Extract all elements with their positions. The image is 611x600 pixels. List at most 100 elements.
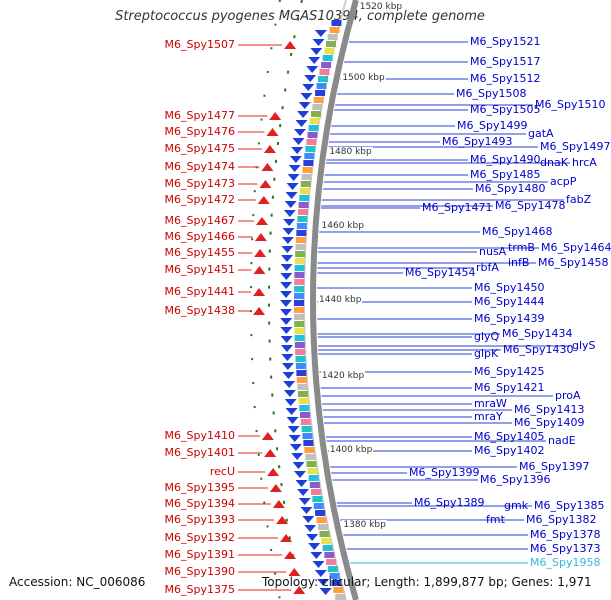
right-gene-label[interactable]: M6_Spy1454 [405,266,476,279]
forward-gene-arrow [289,444,302,451]
left-gene-label[interactable]: M6_Spy1473 [164,177,235,190]
gene-block [296,230,307,236]
right-gene-label[interactable]: M6_Spy1409 [514,416,585,429]
right-gene-label[interactable]: infB [508,256,530,269]
left-gene-label[interactable]: M6_Spy1393 [164,513,235,526]
reverse-gene-arrow [255,217,268,225]
right-gene-label[interactable]: M6_Spy1397 [519,460,590,473]
left-gene-label[interactable]: M6_Spy1455 [164,246,235,259]
right-gene-label[interactable]: M6_Spy1497 [540,140,611,153]
right-gene-label[interactable]: M6_Spy1512 [470,72,541,85]
right-gene-label[interactable]: mraY [474,410,503,423]
forward-gene-arrow [280,318,293,325]
right-gene-label[interactable]: M6_Spy1468 [482,225,553,238]
right-gene-label[interactable]: M6_Spy1508 [456,87,527,100]
right-gene-label[interactable]: M6_Spy1493 [442,135,513,148]
right-gene-label[interactable]: M6_Spy1478 [495,199,566,212]
right-gene-label[interactable]: gmk [504,499,529,512]
left-gene-label[interactable]: recU [209,465,235,478]
gene-block [299,188,310,194]
right-gene-label[interactable]: M6_Spy1399 [409,466,480,479]
left-gene-label[interactable]: M6_Spy1438 [164,304,235,317]
right-gene-label[interactable]: M6_Spy1521 [470,35,541,48]
gene-block [327,34,338,40]
right-gene-label[interactable]: M6_Spy1434 [502,327,573,340]
gene-block [301,426,312,432]
right-gene-label[interactable]: M6_Spy1444 [474,295,545,308]
gene-block [294,286,305,292]
right-gene-label[interactable]: M6_Spy1458 [538,256,609,269]
gene-block [329,573,340,579]
right-gene-label[interactable]: M6_Spy1471 [422,201,493,214]
right-gene-label[interactable]: M6_Spy1430 [503,343,574,356]
left-gene-label[interactable]: M6_Spy1476 [164,125,235,138]
right-gene-label[interactable]: M6_Spy1490 [470,153,541,166]
gene-block [312,496,323,502]
right-gene-label[interactable]: acpP [550,175,577,188]
left-gene-label[interactable]: M6_Spy1391 [164,548,235,561]
right-gene-label[interactable]: glpK [474,347,499,360]
left-gene-label[interactable]: M6_Spy1475 [164,142,235,155]
right-gene-label[interactable]: M6_Spy1464 [541,241,611,254]
left-gene-label[interactable]: M6_Spy1474 [164,160,235,173]
left-gene-label[interactable]: M6_Spy1410 [164,429,235,442]
reverse-gene-arrow [254,249,267,257]
right-gene-label[interactable]: M6_Spy1405 [474,430,545,443]
right-gene-label[interactable]: M6_Spy1402 [474,444,545,457]
right-gene-label[interactable]: M6_Spy1517 [470,55,541,68]
left-gene-label[interactable]: M6_Spy1472 [164,193,235,206]
left-gene-label[interactable]: M6_Spy1395 [164,481,235,494]
right-gene-label[interactable]: M6_Spy1425 [474,365,545,378]
gene-block [317,524,328,530]
gene-block [322,545,333,551]
right-gene-label[interactable]: M6_Spy1505 [470,103,541,116]
left-gene-label[interactable]: M6_Spy1477 [164,109,235,122]
left-gene-label[interactable]: M6_Spy1390 [164,565,235,578]
right-gene-label[interactable]: fmt [486,513,505,526]
right-gene-label[interactable]: trmB [508,241,535,254]
left-gene-label[interactable]: M6_Spy1394 [164,497,235,510]
right-gene-label[interactable]: nadE [548,434,576,447]
gene-block [301,174,312,180]
right-gene-label[interactable]: M6_Spy1958 [530,556,601,569]
right-gene-label[interactable]: M6_Spy1378 [530,528,601,541]
right-gene-label[interactable]: M6_Spy1413 [514,403,585,416]
right-gene-label[interactable]: M6_Spy1499 [457,119,528,132]
right-gene-label[interactable]: M6_Spy1510 [535,98,606,111]
forward-gene-arrow [310,552,323,559]
right-gene-label[interactable]: proA [555,389,581,402]
right-gene-label[interactable]: M6_Spy1389 [414,496,485,509]
right-gene-label[interactable]: hrcA [572,156,597,169]
forward-gene-arrow [283,390,296,397]
right-gene-label[interactable]: mraW [474,397,507,410]
left-gene-label[interactable]: M6_Spy1466 [164,230,235,243]
left-gene-label[interactable]: M6_Spy1467 [164,214,235,227]
forward-gene-arrow [298,498,311,505]
gene-block [306,139,317,145]
left-gene-label[interactable]: M6_Spy1451 [164,263,235,276]
left-gene-label[interactable]: M6_Spy1441 [164,285,235,298]
right-gene-label[interactable]: M6_Spy1382 [526,513,597,526]
right-gene-label[interactable]: glyQ [474,330,500,343]
gene-block [304,153,315,159]
right-gene-label[interactable]: M6_Spy1373 [530,542,601,555]
right-gene-label[interactable]: gatA [528,127,554,140]
right-gene-label[interactable]: M6_Spy1485 [470,168,541,181]
left-gene-label[interactable]: M6_Spy1401 [164,446,235,459]
right-gene-label[interactable]: glyS [572,339,596,352]
forward-gene-arrow [287,426,300,433]
gene-block [309,482,320,488]
left-gene-label[interactable]: M6_Spy1507 [164,38,235,51]
right-gene-label[interactable]: nusA [479,245,507,258]
left-gene-label[interactable]: M6_Spy1375 [164,583,235,596]
right-gene-label[interactable]: M6_Spy1421 [474,381,545,394]
right-gene-label[interactable]: M6_Spy1385 [534,499,605,512]
right-gene-label[interactable]: dnaK [540,156,568,169]
right-gene-label[interactable]: M6_Spy1396 [480,473,551,486]
right-gene-label[interactable]: rbfA [476,261,499,274]
right-gene-label[interactable]: M6_Spy1450 [474,281,545,294]
left-gene-label[interactable]: M6_Spy1392 [164,531,235,544]
right-gene-label[interactable]: fabZ [566,193,592,206]
right-gene-label[interactable]: M6_Spy1480 [475,182,546,195]
right-gene-label[interactable]: M6_Spy1439 [474,312,545,325]
